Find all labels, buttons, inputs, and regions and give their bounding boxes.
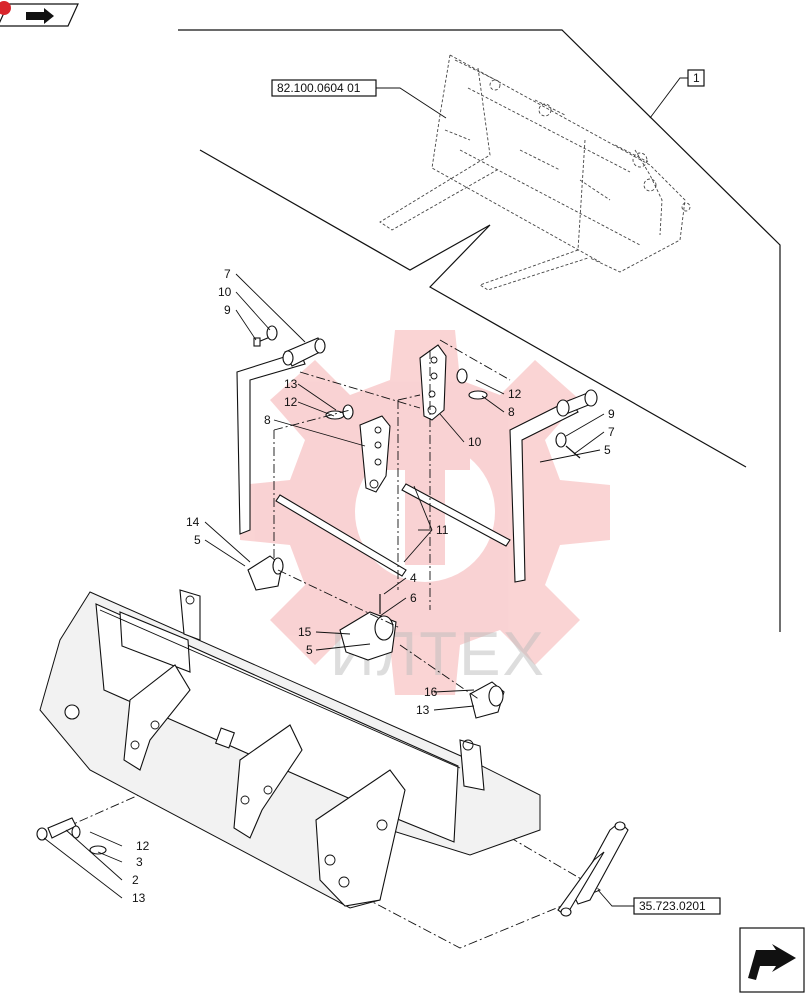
loader-bucket bbox=[39, 589, 541, 909]
callout-label: 5 bbox=[604, 443, 611, 457]
callout-label: 8 bbox=[264, 413, 271, 427]
callout-label: 12 bbox=[136, 839, 150, 853]
bracket-16 bbox=[469, 681, 505, 719]
callout-label: 5 bbox=[194, 533, 201, 547]
bracket-15 bbox=[339, 594, 397, 661]
next-page-button[interactable] bbox=[739, 927, 805, 993]
callout-label: 13 bbox=[284, 377, 298, 391]
callout-leaders bbox=[43, 273, 605, 899]
left-fork-tine bbox=[236, 337, 326, 535]
book-arrow-icon bbox=[26, 8, 54, 24]
callout-label: 10 bbox=[468, 435, 482, 449]
ref-upper-assembly[interactable]: 82.100.0604 01 bbox=[271, 79, 447, 119]
clip-pins bbox=[325, 368, 488, 420]
upper-fork-assembly bbox=[379, 54, 691, 291]
callout-label: 10 bbox=[218, 285, 232, 299]
right-plate-8 bbox=[419, 344, 447, 421]
callout-label: 4 bbox=[410, 571, 417, 585]
ref-group-1[interactable]: 1 bbox=[649, 69, 705, 119]
left-pin-washer bbox=[253, 325, 278, 347]
status-dot-icon bbox=[0, 1, 11, 15]
callout-label: 13 bbox=[132, 891, 146, 905]
rods-11 bbox=[275, 483, 511, 577]
callout-label: 11 bbox=[436, 523, 449, 537]
callout-label: 13 bbox=[416, 703, 430, 717]
callout-label: 16 bbox=[424, 685, 438, 699]
callout-label: 15 bbox=[298, 625, 312, 639]
callout-label: 14 bbox=[186, 515, 200, 529]
callout-label: 7 bbox=[608, 425, 615, 439]
hydraulic-cylinder bbox=[557, 821, 629, 917]
right-pin-washer bbox=[555, 432, 581, 459]
frame-lines bbox=[178, 29, 781, 632]
left-plate-8 bbox=[359, 415, 391, 493]
callout-label: 2 bbox=[132, 873, 139, 887]
callout-label: 5 bbox=[306, 643, 313, 657]
lower-pin-set bbox=[36, 817, 107, 855]
ref-cylinder[interactable]: 35.723.0201 bbox=[597, 889, 721, 915]
ref-upper-assembly-label: 82.100.0604 01 bbox=[277, 81, 361, 95]
callout-label: 7 bbox=[224, 267, 231, 281]
callout-label: 8 bbox=[508, 405, 515, 419]
callout-label: 6 bbox=[410, 591, 417, 605]
ref-cylinder-label: 35.723.0201 bbox=[639, 899, 706, 913]
next-page-arrow-icon bbox=[748, 944, 796, 980]
top-nav-icon[interactable] bbox=[0, 1, 79, 27]
callout-label: 9 bbox=[608, 407, 615, 421]
callout-label: 12 bbox=[508, 387, 522, 401]
ref-group-1-label: 1 bbox=[693, 71, 700, 85]
callout-labels: 7 10 9 13 12 8 14 5 11 4 6 15 5 16 13 12… bbox=[132, 267, 615, 905]
callout-label: 12 bbox=[284, 395, 298, 409]
callout-label: 3 bbox=[136, 855, 143, 869]
bracket-14 bbox=[247, 555, 284, 591]
right-fork-tine bbox=[509, 389, 598, 583]
callout-label: 9 bbox=[224, 303, 231, 317]
